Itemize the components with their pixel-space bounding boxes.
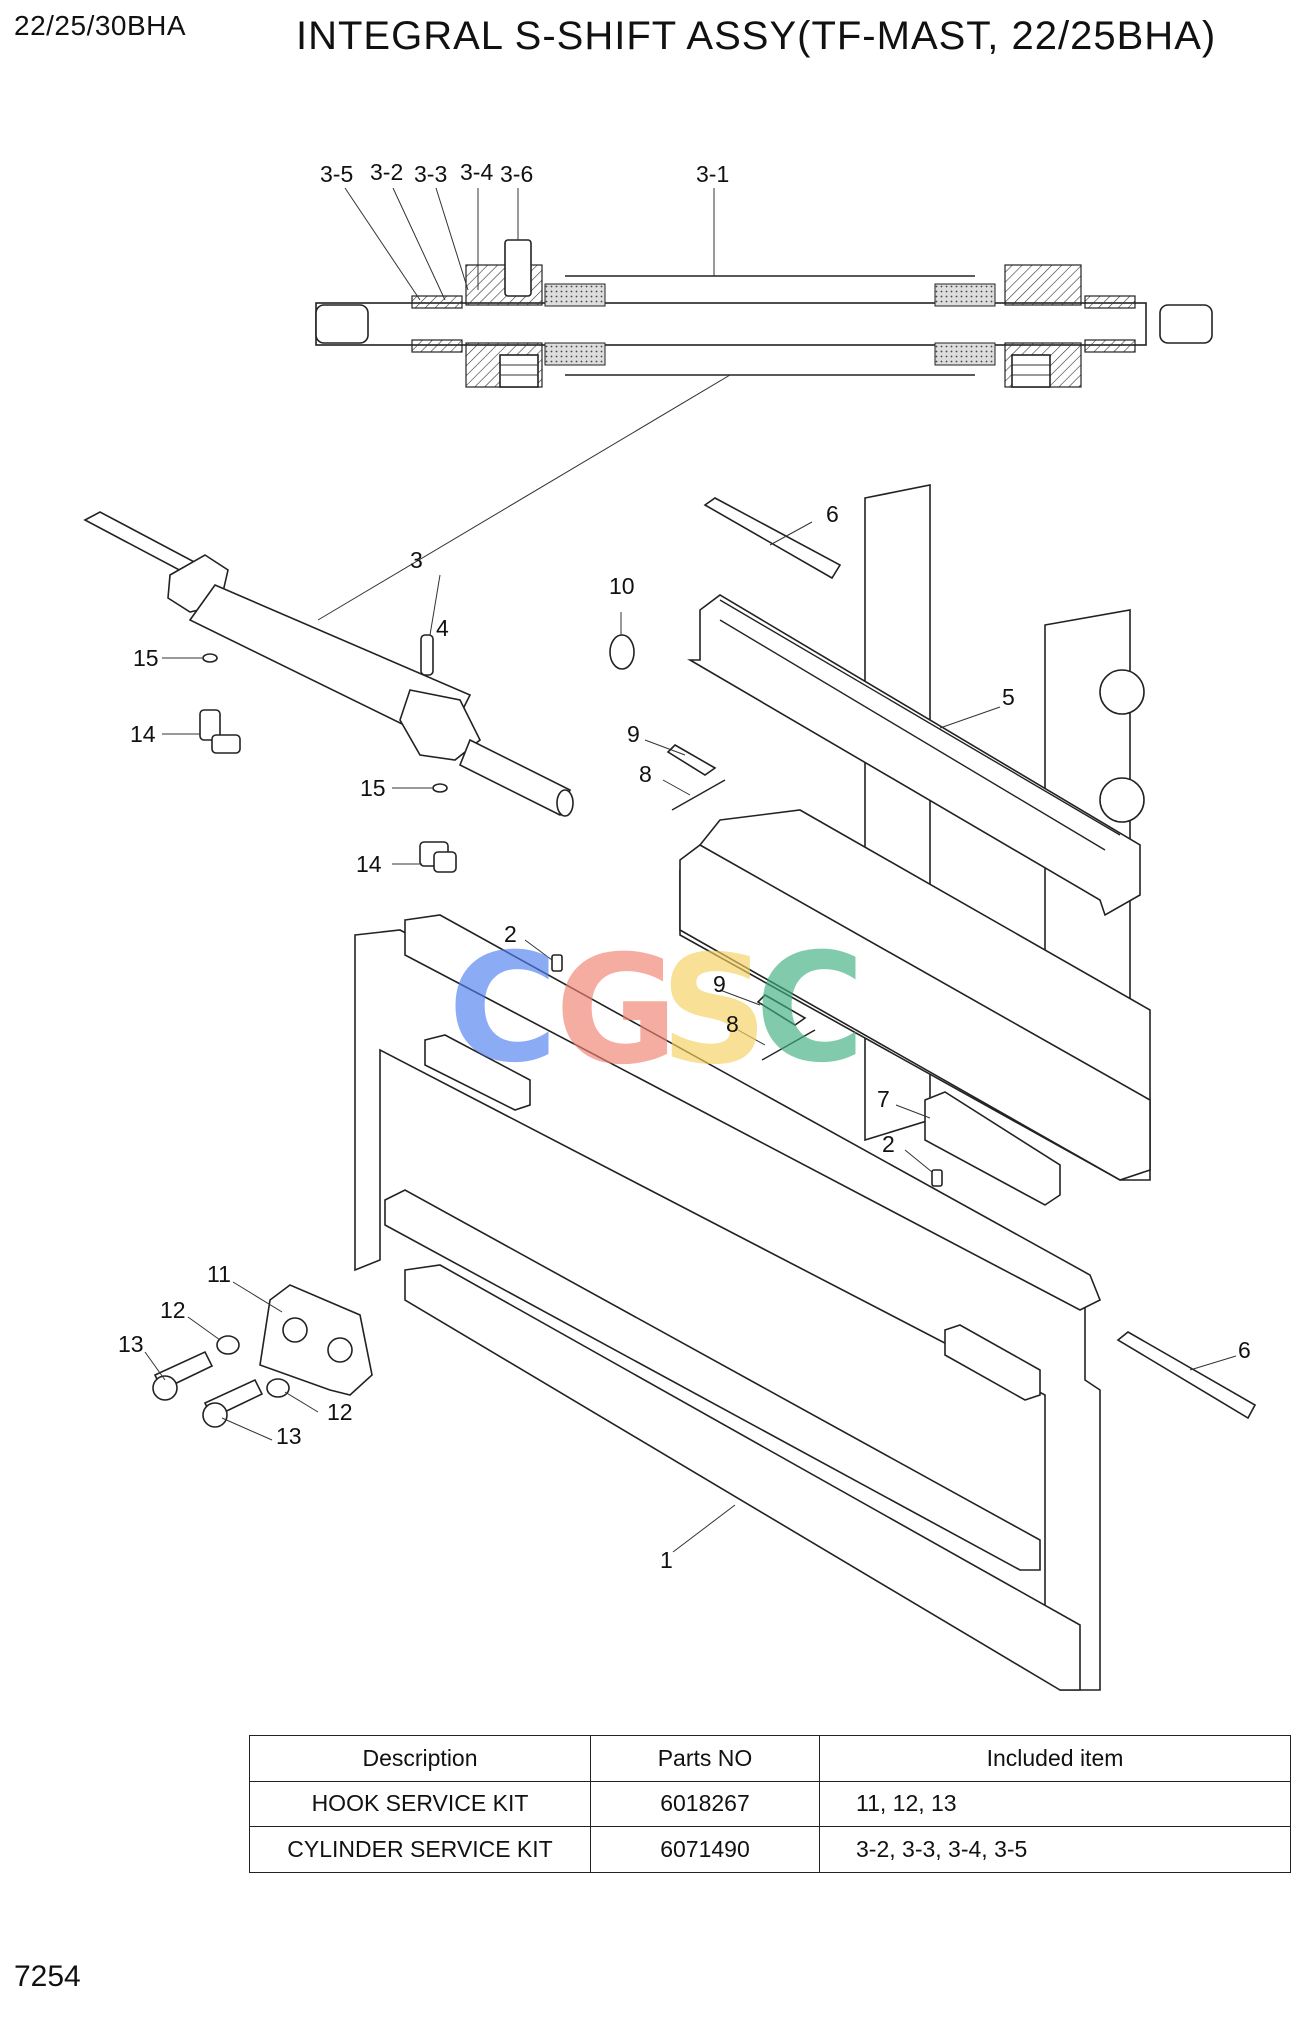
callout-12-lower: 12 [327, 1399, 353, 1425]
header-description: Description [249, 1735, 591, 1782]
row-included-item: 3-2, 3-3, 3-4, 3-5 [819, 1826, 1291, 1873]
callout-9-mid: 9 [713, 971, 726, 997]
shift-cylinder [83, 511, 574, 817]
table-header-row: Description Parts NO Included item [249, 1735, 1291, 1782]
callout-6-top: 6 [826, 501, 839, 527]
lower-carriage-bar [679, 809, 1151, 1181]
callout-14-left: 14 [130, 721, 156, 747]
callout-14-right: 14 [356, 851, 382, 877]
header-parts-no: Parts NO [590, 1735, 820, 1782]
row-parts-no: 6018267 [590, 1780, 820, 1828]
callout-3: 3 [410, 547, 423, 573]
table-row: CYLINDER SERVICE KIT 6071490 3-2, 3-3, 3… [249, 1826, 1291, 1873]
row-description: CYLINDER SERVICE KIT [249, 1826, 591, 1873]
header-included-item: Included item [819, 1735, 1291, 1782]
svg-text:S: S [660, 924, 768, 1098]
row-parts-no: 6071490 [590, 1826, 820, 1873]
callout-3-4: 3-4 [460, 159, 493, 185]
callout-13-lower: 13 [276, 1423, 302, 1449]
callout-8-mid: 8 [726, 1011, 739, 1037]
row-description: HOOK SERVICE KIT [249, 1780, 591, 1828]
cgsc-watermark: C G S C [448, 922, 865, 1098]
o-ring [609, 634, 635, 670]
callout-15-right: 15 [360, 775, 386, 801]
model-code: 22/25/30BHA [14, 10, 187, 41]
callout-8-top: 8 [639, 761, 652, 787]
callout-3-5: 3-5 [320, 161, 353, 187]
callout-3-3: 3-3 [414, 161, 447, 187]
callout-11: 11 [207, 1261, 231, 1287]
wear-pad [924, 1091, 1061, 1206]
callout-15-left: 15 [133, 645, 159, 671]
callout-3-2: 3-2 [370, 159, 403, 185]
callout-10: 10 [609, 573, 635, 599]
callout-7: 7 [877, 1086, 890, 1112]
page-title: INTEGRAL S-SHIFT ASSY(TF-MAST, 22/25BHA) [296, 14, 1217, 58]
callout-5: 5 [1002, 684, 1015, 710]
callout-6-bottom: 6 [1238, 1337, 1251, 1363]
leader-lines [144, 187, 1237, 1553]
service-kit-table: Description Parts NO Included item HOOK … [249, 1735, 1291, 1873]
callout-13-upper: 13 [118, 1331, 144, 1357]
svg-text:C: C [448, 922, 558, 1096]
callout-9-top: 9 [627, 721, 640, 747]
callout-labels: 3-5 3-2 3-3 3-4 3-6 3-1 3 4 6 5 10 9 8 9… [118, 159, 1251, 1573]
svg-text:C: C [755, 922, 865, 1096]
row-included-item: 11, 12, 13 [819, 1780, 1291, 1828]
cylinder-section-view [315, 239, 1213, 388]
page-number: 7254 [14, 1960, 81, 1993]
hook-assembly [152, 1284, 373, 1428]
table-row: HOOK SERVICE KIT 6018267 11, 12, 13 [249, 1780, 1291, 1828]
svg-text:G: G [555, 924, 678, 1098]
callout-2-bottom: 2 [882, 1131, 895, 1157]
callout-3-6: 3-6 [500, 161, 533, 187]
callout-12-upper: 12 [160, 1297, 186, 1323]
callout-1: 1 [660, 1547, 673, 1573]
callout-2-top: 2 [504, 921, 517, 947]
main-frame [354, 914, 1102, 1691]
callout-3-1: 3-1 [696, 161, 729, 187]
wear-strips [703, 497, 1257, 1420]
elbow-fittings [199, 653, 457, 873]
callout-4: 4 [436, 615, 449, 641]
